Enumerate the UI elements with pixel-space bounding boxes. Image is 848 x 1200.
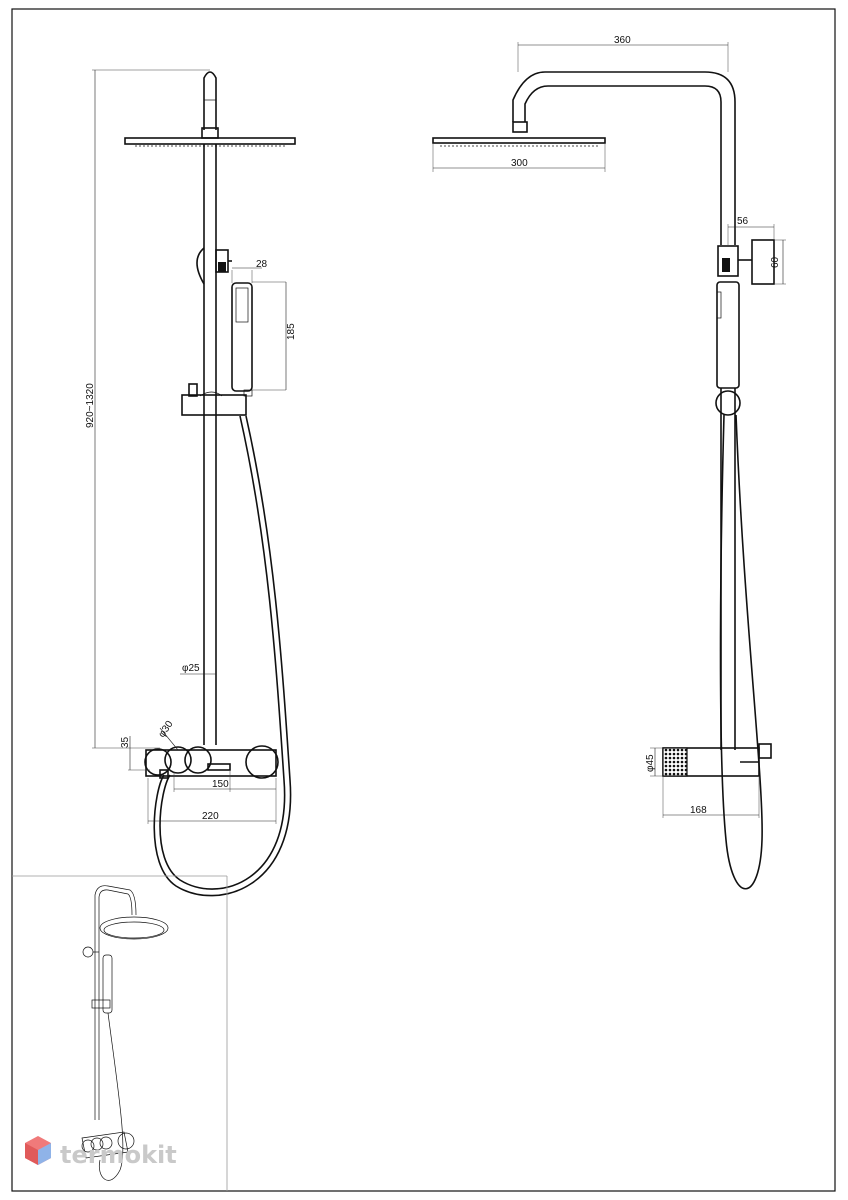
arm-360-label: 360 bbox=[614, 35, 631, 46]
side-shower-head bbox=[432, 121, 606, 172]
hook-60-label: 60 bbox=[770, 256, 781, 268]
depth-168-label: 168 bbox=[690, 805, 707, 816]
rail-diameter-label: φ25 bbox=[182, 663, 200, 674]
head-diameter-label: φ30 bbox=[156, 719, 175, 740]
watermark-brand: termokit bbox=[60, 1141, 177, 1169]
front-hand-shower bbox=[231, 267, 287, 397]
front-height-dimension bbox=[92, 69, 210, 749]
side-hose bbox=[719, 414, 763, 890]
side-slider-ring bbox=[715, 390, 741, 416]
height-range-label: 920~1320 bbox=[85, 383, 96, 428]
side-hook-holder bbox=[717, 224, 786, 285]
front-shower-head bbox=[124, 137, 296, 147]
spout-150-label: 150 bbox=[212, 779, 229, 790]
drawing-border bbox=[11, 8, 836, 1192]
hand-length-185-label: 185 bbox=[286, 323, 297, 340]
front-hook-holder bbox=[196, 247, 232, 285]
knob-45-label: φ45 bbox=[645, 754, 656, 772]
front-rail bbox=[203, 144, 217, 745]
side-mixer bbox=[650, 743, 772, 818]
perspective-inset bbox=[12, 875, 228, 1191]
side-shower-arm bbox=[512, 42, 736, 245]
termokit-logo-icon bbox=[25, 1136, 51, 1165]
front-mixer bbox=[144, 727, 279, 779]
front-slider bbox=[181, 383, 247, 416]
hand-width-28-label: 28 bbox=[256, 259, 268, 270]
side-hand-shower bbox=[716, 281, 740, 389]
offset-35-label: 35 bbox=[120, 736, 131, 748]
head-300-label: 300 bbox=[511, 158, 528, 169]
front-hose bbox=[153, 415, 292, 897]
hook-56-label: 56 bbox=[737, 216, 749, 227]
side-view bbox=[432, 42, 786, 890]
width-220-label: 220 bbox=[202, 811, 219, 822]
front-view bbox=[92, 69, 296, 897]
